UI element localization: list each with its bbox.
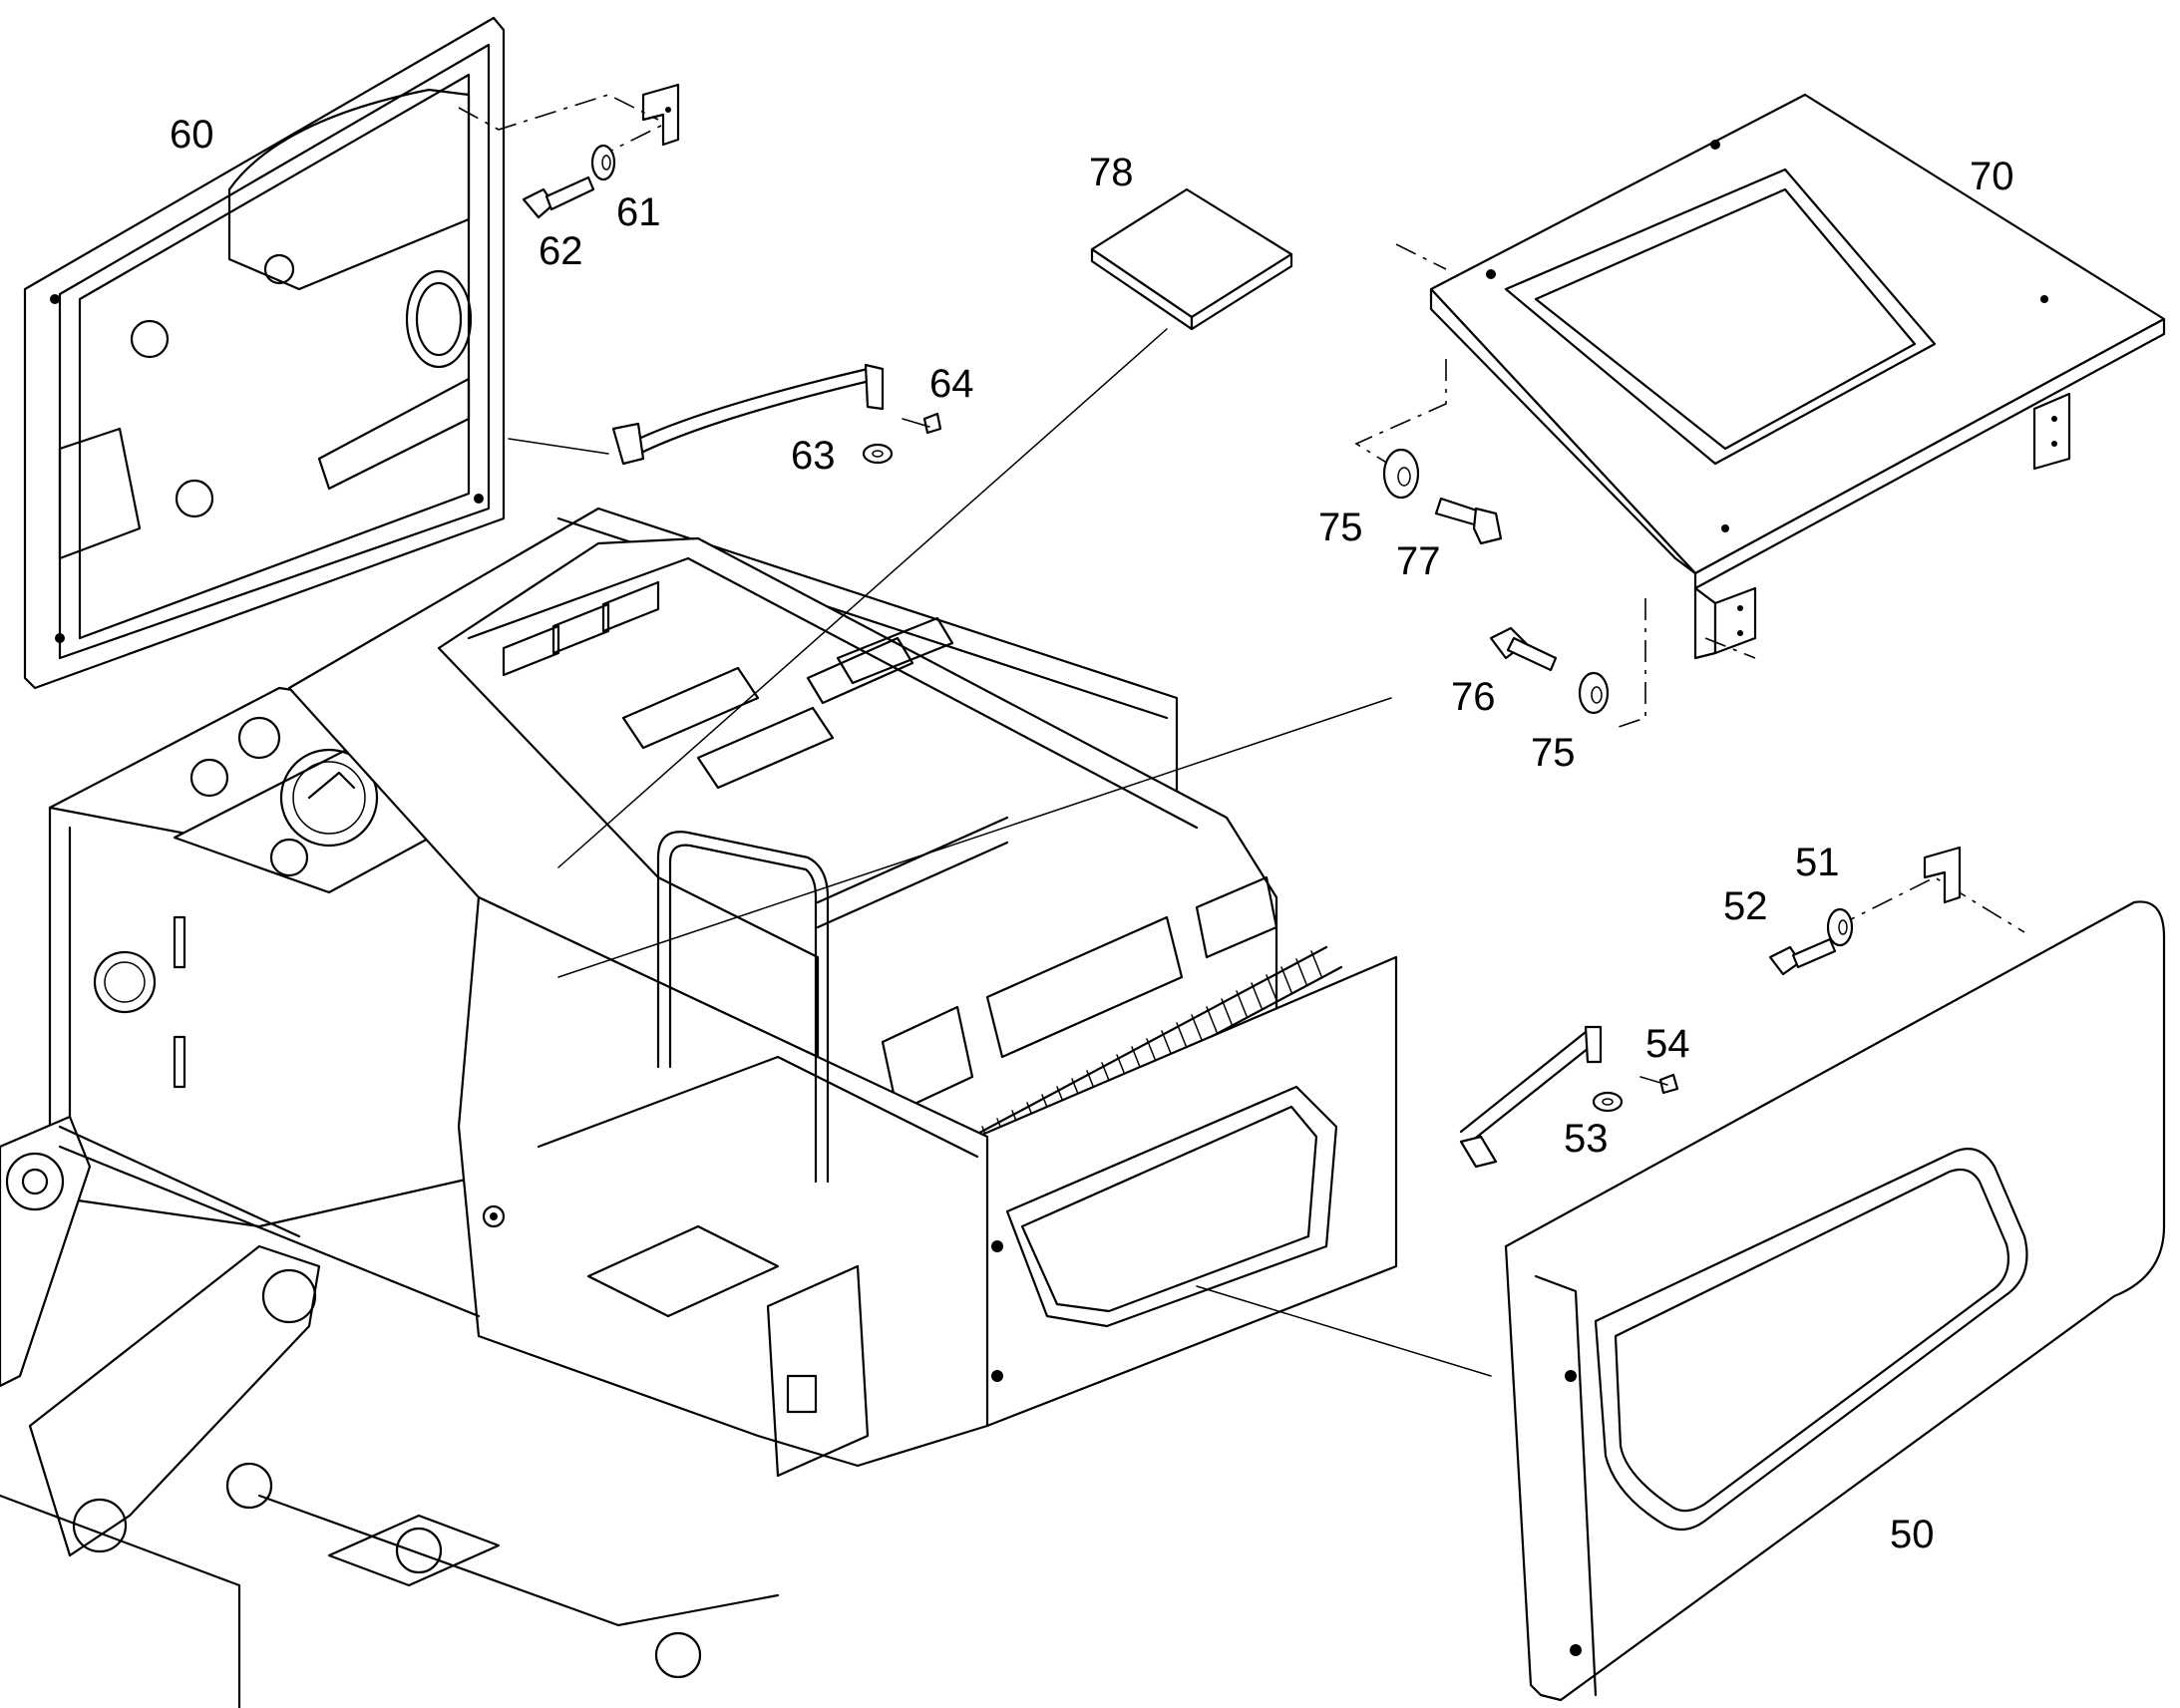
part-76-bolt — [1489, 626, 1558, 672]
callout-61: 61 — [616, 190, 661, 234]
part-62-bolt — [522, 175, 595, 219]
part-75-washer-upper — [1382, 448, 1420, 500]
callout-64: 64 — [929, 362, 974, 406]
part-53-washer — [1592, 1091, 1624, 1113]
callout-labels: 60 61 62 63 64 78 70 75 77 76 75 51 52 5… — [170, 113, 2014, 1556]
hinge-bracket-top — [641, 83, 680, 147]
callout-76: 76 — [1451, 675, 1496, 719]
callout-51: 51 — [1795, 841, 1840, 884]
part-61-washer — [590, 144, 616, 181]
leader-78 — [557, 328, 1168, 868]
leader-70-low — [1615, 598, 1646, 729]
callout-53: 53 — [1564, 1117, 1609, 1161]
part-64-rod — [611, 363, 942, 466]
boom-frame — [0, 1115, 780, 1708]
part-51-washer — [1826, 907, 1854, 947]
callout-75-lower: 75 — [1531, 731, 1576, 775]
leader-70-mid — [1354, 359, 1447, 470]
machine-body — [0, 507, 1398, 1708]
part-63-washer — [862, 443, 894, 465]
part-60-door-panel — [23, 16, 506, 690]
part-70-cover — [1429, 93, 2166, 660]
callout-60: 60 — [170, 113, 214, 157]
leader-rod-60 — [508, 438, 609, 455]
part-50-side-door — [1504, 900, 2166, 1702]
callout-63: 63 — [791, 434, 836, 478]
callout-52: 52 — [1723, 884, 1768, 928]
callout-70: 70 — [1970, 155, 2014, 198]
hinge-bracket-right — [1923, 846, 1962, 904]
part-78-pad — [1090, 187, 1293, 331]
leader-51 — [1834, 876, 2025, 933]
callout-75-upper: 75 — [1318, 506, 1363, 549]
leader-70-left — [1395, 243, 1447, 270]
leader-70-to-body — [557, 697, 1392, 978]
callout-78: 78 — [1089, 151, 1134, 194]
callout-54: 54 — [1645, 1022, 1690, 1066]
callout-77: 77 — [1396, 539, 1441, 583]
top-louvers — [502, 580, 954, 790]
leader-50 — [1196, 1285, 1492, 1377]
part-52-bolt — [1768, 937, 1837, 976]
part-54-rod — [1459, 1025, 1679, 1169]
leader-hinge-top — [458, 94, 659, 131]
callout-50: 50 — [1890, 1513, 1935, 1556]
part-75-washer-lower — [1578, 671, 1610, 715]
leader-70-right — [1704, 637, 1756, 659]
callout-62: 62 — [539, 229, 583, 273]
part-77-bolt — [1434, 497, 1503, 545]
